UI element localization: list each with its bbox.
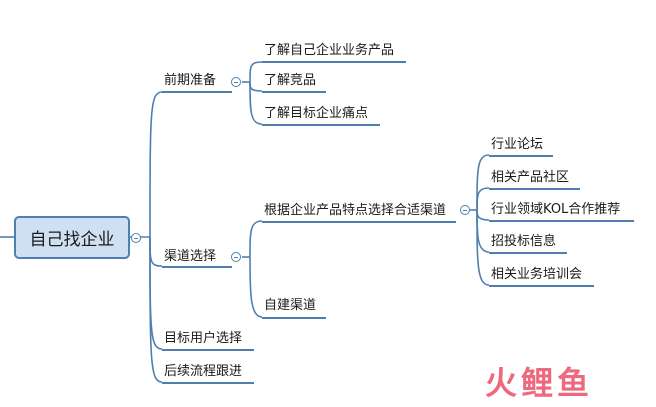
leaf-node-2-2[interactable]: 自建渠道 xyxy=(264,298,317,313)
connector-b1-c3 xyxy=(249,81,263,125)
connector-sb-c2 xyxy=(476,187,490,211)
leaf-node-2-2-underline xyxy=(262,317,326,319)
leaf-node-1-2[interactable]: 了解竞品 xyxy=(264,73,317,88)
leaf-node-2-1-4-underline xyxy=(489,252,567,254)
leaf-node-2-1-4[interactable]: 招投标信息 xyxy=(491,234,557,249)
branch-node-1[interactable]: 前期准备 xyxy=(164,73,217,88)
leaf-node-2-1-5-underline xyxy=(489,285,594,287)
root-node[interactable]: 自己找企业 xyxy=(14,216,130,259)
leaf-node-1-2-underline xyxy=(262,91,326,93)
branch-node-3[interactable]: 目标用户选择 xyxy=(164,331,243,346)
leaf-node-2-1-1-underline xyxy=(489,155,553,157)
branch-node-4-underline xyxy=(162,382,254,384)
connector-b2-c2 xyxy=(249,256,263,318)
leaf-node-2-1-3[interactable]: 行业领域KOL合作推荐 xyxy=(491,202,621,217)
leaf-node-2-1-3-underline xyxy=(489,220,634,222)
collapse-icon-root[interactable] xyxy=(131,233,141,243)
connector-to-branch-4 xyxy=(149,236,163,383)
connector-b1-c2 xyxy=(249,81,263,92)
collapse-icon-branch-2[interactable] xyxy=(231,252,241,262)
leaf-node-2-1-1[interactable]: 行业论坛 xyxy=(491,137,544,152)
leaf-node-2-1-2[interactable]: 相关产品社区 xyxy=(491,170,570,185)
branch-node-4[interactable]: 后续流程跟进 xyxy=(164,364,243,379)
leaf-node-1-3[interactable]: 了解目标企业痛点 xyxy=(264,106,369,121)
connector-b1-c1 xyxy=(249,61,263,83)
branch-node-1-underline xyxy=(162,91,232,93)
connector-b2-c1 xyxy=(249,220,263,258)
branch-node-2[interactable]: 渠道选择 xyxy=(164,249,217,264)
leaf-node-1-1[interactable]: 了解自己企业业务产品 xyxy=(264,43,395,58)
connector-sb-c3 xyxy=(476,209,490,221)
leaf-node-1-3-underline xyxy=(262,124,380,126)
leaf-node-1-1-underline xyxy=(262,61,406,63)
branch-node-2-underline xyxy=(162,266,232,268)
connector-to-branch-1 xyxy=(149,91,163,238)
connector-to-branch-3 xyxy=(149,236,163,350)
watermark-logo: 火鲤鱼 xyxy=(485,364,594,402)
collapse-icon-branch-1[interactable] xyxy=(231,77,241,87)
leaf-node-2-1-2-underline xyxy=(489,188,580,190)
root-label: 自己找企业 xyxy=(29,230,115,250)
branch-node-3-underline xyxy=(162,349,254,351)
connector-to-branch-2 xyxy=(149,236,163,267)
connector-sb-c1 xyxy=(476,154,490,211)
connector-sb-c5 xyxy=(476,209,490,286)
leaf-node-2-1-5[interactable]: 相关业务培训会 xyxy=(491,267,583,282)
collapse-icon-subbranch-2-1[interactable] xyxy=(460,205,470,215)
subbranch-node-2-1-underline xyxy=(262,221,456,223)
subbranch-node-2-1[interactable]: 根据企业产品特点选择合适渠道 xyxy=(264,203,447,218)
